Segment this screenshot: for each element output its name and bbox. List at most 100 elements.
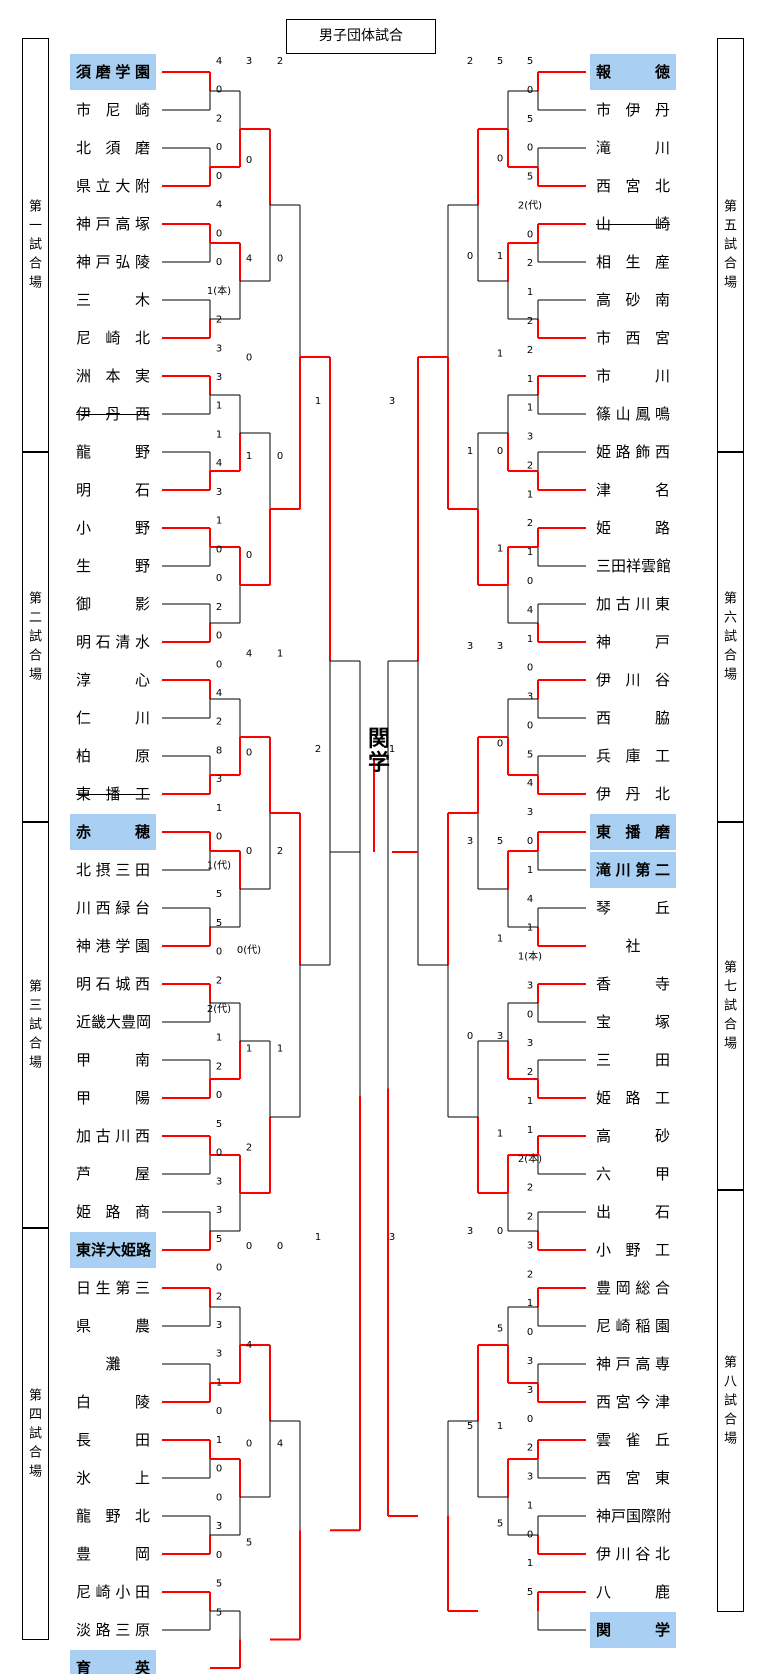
team-right: 関学 [590,1612,676,1648]
score-right: 3 [527,980,533,991]
score-left: 4 [216,458,222,469]
score-right: 1 [527,865,533,876]
venue-box: 第三試合場 [22,822,49,1228]
score-right: 2 [527,1269,533,1280]
score-left: 5 [216,1607,222,1618]
score-right: 5 [527,114,533,125]
score-center: 1 [315,1232,321,1243]
team-left: 白陵 [76,1393,150,1411]
team-left: 北須磨 [76,139,150,157]
team-left: 龍野北 [76,1507,150,1525]
team-left: 県立大附 [76,177,150,195]
score-left: 3 [216,1320,222,1331]
score-right: 3 [497,641,503,652]
score-right: 0 [527,1327,533,1338]
score-right: 4 [527,778,533,789]
score-left: 4 [216,56,222,67]
score-right: 2 [527,1443,533,1454]
score-left: 5 [216,918,222,929]
team-left: 小野 [76,519,150,537]
score-left: 0 [246,747,252,758]
team-left: 芦屋 [76,1165,150,1183]
team-right: 伊丹北 [596,785,670,803]
team-right: 六甲 [596,1165,670,1183]
team-right: 出石 [596,1203,670,1221]
team-right: 三田 [596,1051,670,1069]
score-left: 0 [246,1439,252,1450]
score-right: 2 [527,1183,533,1194]
venue-box: 第八試合場 [717,1190,744,1612]
score-left: 2 [216,1291,222,1302]
team-right: 津名 [596,481,670,499]
score-right: 0 [527,663,533,674]
team-left: 育英 [70,1650,156,1674]
team-right: 琴丘 [596,899,670,917]
score-right: 5 [467,1421,473,1432]
team-right: 神戸 [596,633,670,651]
score-right: 0 [527,229,533,240]
score-right: 0 [497,446,503,457]
team-left: 明石城西 [76,975,150,993]
score-left: 0(代) [237,944,261,956]
team-left: 御影 [76,595,150,613]
score-left: 2 [216,1061,222,1072]
team-right: 兵庫工 [596,747,670,765]
score-left: 4 [216,688,222,699]
score-right: 0 [527,1529,533,1540]
score-right: 4 [527,605,533,616]
score-right: 1 [527,374,533,385]
venue-label: 第四試合場 [28,1388,42,1480]
score-left: 2 [216,717,222,728]
score-right: 1 [497,934,503,945]
score-left: 3 [216,774,222,785]
score-right: 0 [497,1226,503,1237]
team-right: 小野工 [596,1241,670,1259]
team-right: 高砂 [596,1127,670,1145]
champion-label: 関学 [367,727,390,776]
venue-label: 第七試合場 [723,960,737,1052]
score-right: 3 [527,1356,533,1367]
score-left: 2 [216,113,222,124]
score-left: 0 [216,228,222,239]
score-right: 1 [497,1421,503,1432]
score-left: 0 [216,1492,222,1503]
score-left: 1 [246,1044,252,1055]
score-left: 3 [216,1349,222,1360]
score-left: 3 [216,1205,222,1216]
score-right: 0 [527,1009,533,1020]
venue-box: 第四試合場 [22,1228,49,1640]
score-right: 1 [497,349,503,360]
score-left: 0 [216,171,222,182]
score-left: 0 [216,832,222,843]
score-left: 1 [216,803,222,814]
venue-box: 第七試合場 [717,822,744,1190]
score-left: 0 [216,947,222,958]
team-left: 加古川西 [76,1127,150,1145]
score-right: 0 [527,836,533,847]
score-left: 1 [216,429,222,440]
score-right: 0 [497,154,503,165]
score-right: 0 [497,739,503,750]
score-right: 0 [527,720,533,731]
venue-label: 第一試合場 [28,199,42,291]
score-left: 0 [216,1406,222,1417]
team-right: 高砂南 [596,291,670,309]
team-left: 県農 [76,1317,150,1335]
team-right: 伊川谷北 [596,1545,670,1563]
score-left: 5 [216,889,222,900]
team-left: 柏原 [76,747,150,765]
team-left: 伊丹西 [70,396,156,432]
score-right: 3 [527,807,533,818]
venue-box: 第一試合場 [22,38,49,452]
score-right: 3 [527,1240,533,1251]
score-center: 3 [389,396,395,407]
team-right: 西宮今津 [596,1393,670,1411]
score-right: 5 [497,1519,503,1530]
score-right: 0 [467,251,473,262]
score-left: 8 [216,745,222,756]
score-right: 2 [527,345,533,356]
team-left: 洲本実 [76,367,150,385]
team-right: 市伊丹 [596,101,670,119]
team-left: 生野 [76,557,150,575]
score-right: 2 [527,258,533,269]
